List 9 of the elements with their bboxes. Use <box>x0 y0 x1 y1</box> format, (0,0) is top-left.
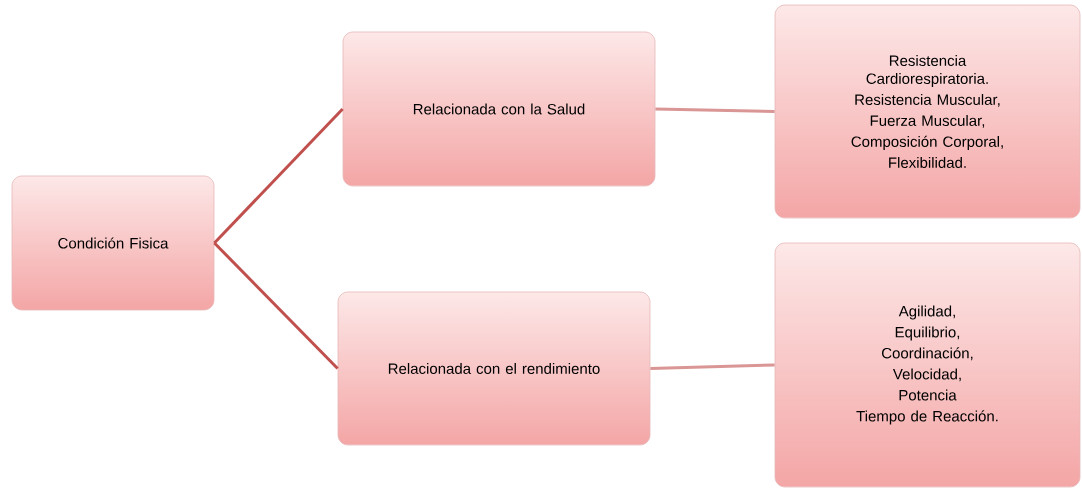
box: Resistencia Cardiorespiratoria. Resistencia Muscular, Fuerza Muscular, Composición Corporal, Flexibilidad. <box>774 4 1081 219</box>
box: Condición Fisica <box>11 175 215 311</box>
box: Relacionada con la Salud <box>342 31 656 187</box>
connector-line <box>213 241 339 370</box>
connector-line <box>650 363 775 370</box>
box: Relacionada con el rendimiento <box>337 291 651 446</box>
box: Agilidad, Equilibrio, Coordinación, Velocidad, Potencia Tiempo de Reacción. <box>774 242 1081 488</box>
connector-line <box>655 107 775 113</box>
connector-line <box>213 107 344 245</box>
